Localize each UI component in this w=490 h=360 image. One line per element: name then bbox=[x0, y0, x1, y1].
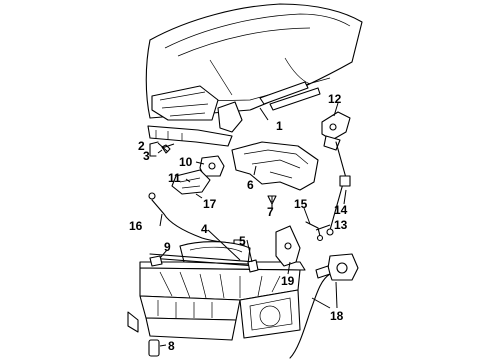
hood-bumper[interactable] bbox=[149, 255, 163, 267]
callout-1: 1 bbox=[276, 119, 283, 133]
hood-latch-support[interactable] bbox=[147, 125, 233, 154]
callout-9: 9 bbox=[164, 240, 171, 254]
callout-14: 14 bbox=[334, 203, 348, 217]
prop-rod-clip[interactable] bbox=[305, 221, 324, 242]
bracket-2-3 bbox=[149, 141, 159, 157]
callout-13: 13 bbox=[334, 218, 348, 232]
weatherstrip[interactable] bbox=[149, 253, 257, 267]
release-cable-assembly[interactable] bbox=[289, 253, 359, 359]
hood-support-rod[interactable] bbox=[326, 141, 351, 236]
callout-4: 4 bbox=[201, 222, 208, 236]
callout-2: 2 bbox=[138, 139, 145, 153]
callout-15: 15 bbox=[294, 197, 308, 211]
latch-release-handle[interactable] bbox=[199, 155, 225, 177]
hood-insulator[interactable] bbox=[231, 141, 319, 191]
callout-17: 17 bbox=[203, 197, 217, 211]
callout-10: 10 bbox=[179, 155, 193, 169]
callout-7: 7 bbox=[267, 205, 274, 219]
latch-bracket[interactable] bbox=[275, 225, 301, 267]
callout-8: 8 bbox=[168, 339, 175, 353]
callout-19: 19 bbox=[281, 274, 295, 288]
hood-latch[interactable] bbox=[171, 169, 211, 195]
hood-hinge[interactable] bbox=[321, 111, 351, 151]
callout-11: 11 bbox=[168, 171, 181, 185]
cable-grommet[interactable] bbox=[148, 339, 160, 357]
callout-labels: 1 2 3 4 5 6 7 8 9 10 11 12 13 14 15 16 1… bbox=[129, 92, 348, 353]
callout-3: 3 bbox=[143, 149, 150, 163]
callout-6: 6 bbox=[247, 178, 254, 192]
callout-5: 5 bbox=[239, 234, 246, 248]
leader-lines bbox=[157, 102, 347, 347]
callout-16: 16 bbox=[129, 219, 143, 233]
callout-12: 12 bbox=[328, 92, 342, 106]
retainer-clip[interactable] bbox=[247, 259, 259, 273]
front-structure bbox=[127, 241, 306, 341]
hood-panel[interactable] bbox=[145, 3, 363, 133]
callout-18: 18 bbox=[330, 309, 344, 323]
